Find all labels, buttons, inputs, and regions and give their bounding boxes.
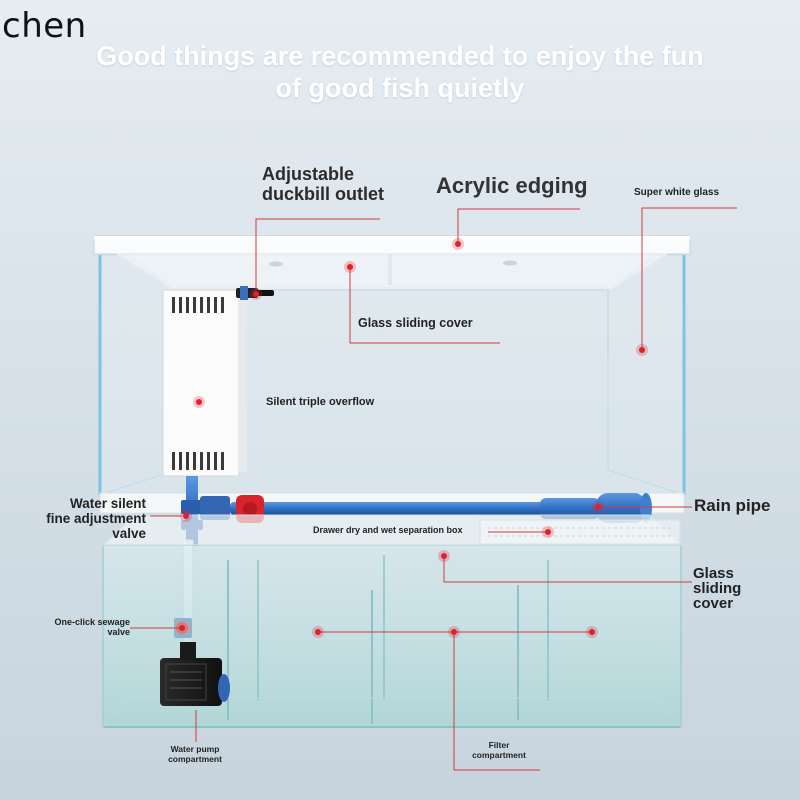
leader-duckbill — [255, 218, 380, 290]
marker-dot — [452, 238, 464, 250]
marker-dot — [176, 622, 188, 634]
acrylic-frame — [93, 235, 691, 289]
marker-dot — [180, 510, 192, 522]
overflow-slots-top — [172, 297, 224, 313]
label-duckbill-outlet: Adjustable duckbill outlet — [262, 164, 385, 204]
label-drawer-box: Drawer dry and wet separation box — [313, 525, 463, 535]
watermark-text: chen — [2, 6, 87, 46]
label-acrylic-edging: Acrylic edging — [436, 173, 588, 198]
marker-dot — [448, 626, 460, 638]
marker-dot — [542, 526, 554, 538]
leader-super-white — [641, 207, 737, 350]
markers — [176, 238, 648, 638]
label-rain-pipe: Rain pipe — [694, 496, 771, 515]
overflow-slots-bottom — [172, 452, 224, 470]
label-sewage-valve: One-click sewage valve — [54, 617, 130, 637]
label-glass-sliding-cover-top: Glass sliding cover — [358, 316, 473, 330]
marker-dot — [592, 501, 604, 513]
leader-sliding-top — [349, 267, 500, 344]
marker-dot — [636, 344, 648, 356]
leader-sliding-bottom — [443, 558, 692, 583]
headline: Good things are recommended to enjoy the… — [40, 40, 760, 104]
water-pump — [160, 642, 230, 706]
marker-dot — [344, 261, 356, 273]
marker-dot — [312, 626, 324, 638]
marker-dot — [193, 396, 205, 408]
label-water-silent-valve: Water silent fine adjustment valve — [46, 496, 146, 541]
overflow-box — [162, 286, 274, 477]
label-glass-sliding-cover-bottom: Glass sliding cover — [693, 565, 742, 612]
marker-dot — [438, 550, 450, 562]
marker-dot — [586, 626, 598, 638]
label-silent-triple-overflow: Silent triple overflow — [266, 396, 375, 408]
marker-dot — [250, 288, 262, 300]
headline-line-1: Good things are recommended to enjoy the… — [96, 41, 704, 71]
leader-acrylic — [457, 208, 580, 244]
leader-filter — [453, 632, 540, 771]
label-filter-compartment: Filter compartment — [472, 740, 526, 760]
headline-line-2: of good fish quietly — [275, 73, 525, 103]
label-super-white-glass: Super white glass — [634, 187, 720, 198]
label-water-pump-compartment: Water pump compartment — [168, 744, 222, 764]
